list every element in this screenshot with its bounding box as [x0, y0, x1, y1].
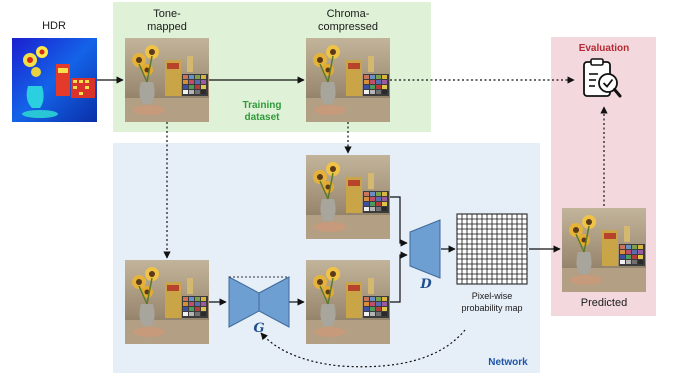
tone-mapped-label: Tone- mapped: [147, 8, 187, 33]
generated-image: [306, 260, 390, 344]
network-label: Network: [488, 357, 528, 368]
predicted-label: Predicted: [580, 297, 628, 309]
network-tone-mapped-input-image: [125, 260, 209, 344]
clipboard-check-magnifier-icon: [583, 58, 622, 98]
arrow-chroma-to-discriminator: [390, 196, 408, 247]
hdr-label: HDR: [42, 20, 66, 32]
chroma-compressed-image: [306, 38, 390, 122]
network-chroma-compressed-image: [306, 155, 390, 239]
chroma-compressed-label: Chroma- compressed: [318, 8, 378, 33]
discriminator-label: D: [420, 277, 432, 292]
tone-mapped-image: [125, 38, 209, 122]
predicted-image: [562, 208, 646, 292]
generator-block: [228, 276, 290, 328]
evaluation-label: Evaluation: [578, 43, 630, 54]
generator-label: G: [253, 321, 265, 336]
probability-map-label: Pixel-wise probability map: [461, 291, 523, 313]
discriminator-block: [409, 219, 441, 279]
training-dataset-label: Training dataset: [242, 100, 282, 123]
arrow-output-to-discriminator: [390, 251, 408, 303]
probability-map-grid: [456, 213, 528, 285]
hdr-image: [12, 38, 97, 122]
